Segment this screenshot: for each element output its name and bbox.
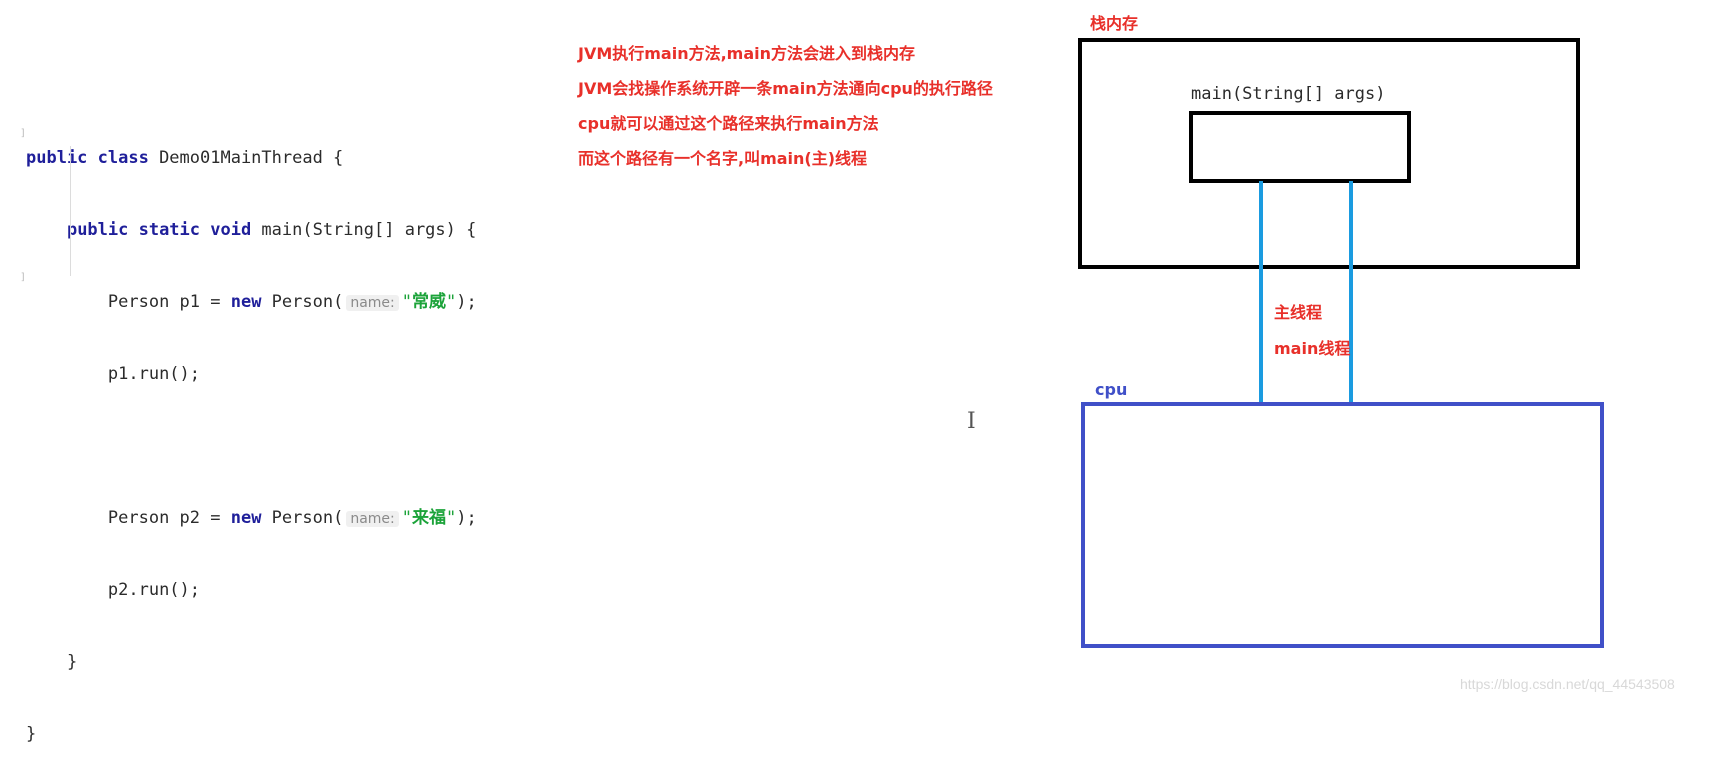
fold-marker-icon[interactable]: ] bbox=[20, 272, 27, 283]
fold-marker-icon[interactable]: ] bbox=[20, 128, 27, 139]
stack-memory-box bbox=[1078, 38, 1580, 269]
main-thread-label-cn: 主线程 bbox=[1274, 303, 1323, 322]
keyword: new bbox=[230, 292, 262, 312]
indent bbox=[26, 508, 108, 528]
indent bbox=[26, 652, 67, 672]
code-editor: public class Demo01MainThread { public s… bbox=[26, 98, 477, 770]
quote: " bbox=[401, 292, 412, 312]
code-line-class-decl: public class Demo01MainThread { bbox=[26, 146, 477, 170]
indent bbox=[26, 580, 108, 600]
code-line-p2-new: Person p2 = new Person(name:"来福"); bbox=[26, 506, 477, 530]
code-text: Person( bbox=[261, 292, 344, 312]
code-text: } bbox=[26, 724, 37, 744]
code-line-close-method: } bbox=[26, 650, 477, 674]
execution-path-left bbox=[1259, 181, 1263, 402]
parameter-hint: name: bbox=[346, 511, 399, 527]
keyword: new bbox=[230, 508, 262, 528]
indent-guide bbox=[70, 146, 71, 276]
string-literal: 常威 bbox=[412, 292, 446, 312]
execution-path-right bbox=[1349, 181, 1353, 402]
cpu-label: cpu bbox=[1095, 380, 1128, 399]
explanation-notes: JVM执行main方法,main方法会进入到栈内存 JVM会找操作系统开辟一条m… bbox=[578, 42, 993, 182]
keyword: public static void bbox=[66, 220, 252, 240]
note-line: JVM执行main方法,main方法会进入到栈内存 bbox=[578, 44, 916, 63]
note-line: 而这个路径有一个名字,叫main(主)线程 bbox=[578, 149, 868, 168]
code-text: main(String[] args) { bbox=[251, 220, 477, 240]
code-line-p1-run: p1.run(); bbox=[26, 362, 477, 386]
code-text: Person( bbox=[261, 508, 344, 528]
main-thread-label-en: main线程 bbox=[1274, 339, 1351, 358]
indent bbox=[26, 292, 108, 312]
quote: " bbox=[446, 508, 457, 528]
code-line-p1-new: Person p1 = new Person(name:"常威"); bbox=[26, 290, 477, 314]
code-text: ); bbox=[456, 292, 477, 312]
code-text: p1.run(); bbox=[107, 364, 201, 384]
watermark: https://blog.csdn.net/qq_44543508 bbox=[1460, 676, 1675, 692]
note-line: JVM会找操作系统开辟一条main方法通向cpu的执行路径 bbox=[578, 79, 993, 98]
stack-memory-label: 栈内存 bbox=[1090, 14, 1139, 33]
code-text: p2.run(); bbox=[107, 580, 201, 600]
text-cursor-icon: I bbox=[967, 409, 976, 434]
string-literal: 来福 bbox=[412, 508, 446, 528]
code-text: } bbox=[66, 652, 78, 672]
code-line-blank bbox=[26, 434, 477, 458]
indent bbox=[26, 220, 67, 240]
indent bbox=[26, 364, 108, 384]
main-frame-label: main(String[] args) bbox=[1191, 84, 1386, 104]
code-line-p2-run: p2.run(); bbox=[26, 578, 477, 602]
code-text: Demo01MainThread { bbox=[148, 148, 344, 168]
parameter-hint: name: bbox=[346, 295, 399, 311]
cpu-box bbox=[1081, 402, 1604, 648]
note-line: cpu就可以通过这个路径来执行main方法 bbox=[578, 114, 879, 133]
quote: " bbox=[446, 292, 457, 312]
code-text: Person p2 = bbox=[107, 508, 231, 528]
code-text: ); bbox=[456, 508, 477, 528]
quote: " bbox=[401, 508, 412, 528]
code-text: Person p1 = bbox=[107, 292, 231, 312]
main-frame-box bbox=[1189, 111, 1411, 183]
code-line-close-class: } bbox=[26, 722, 477, 746]
keyword: public class bbox=[26, 148, 149, 168]
code-line-main-decl: public static void main(String[] args) { bbox=[26, 218, 477, 242]
